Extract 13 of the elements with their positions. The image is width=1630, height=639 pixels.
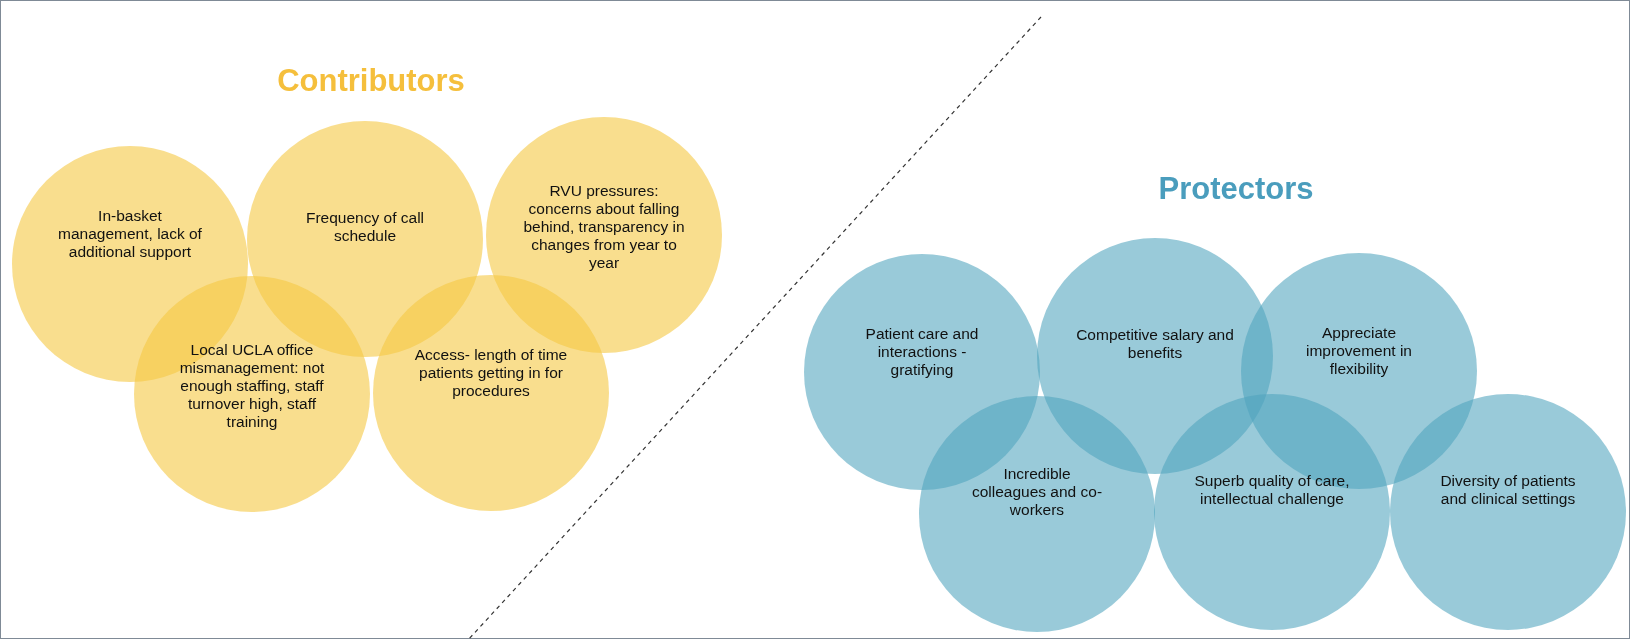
circle-text: Local UCLA office mismanagement: not enough staffing, staff turnover high, staff training [178, 341, 326, 431]
circle-text: RVU pressures: concerns about falling behind, transparency in changes from year to year [522, 182, 686, 272]
circle-text: Access- length of time patients getting in for procedures [413, 346, 569, 400]
circle-text: Incredible colleagues and co-workers [970, 465, 1104, 519]
circle-text: Patient care and interactions - gratifying [864, 325, 980, 379]
circle-text: Appreciate improvement in flexibility [1305, 324, 1413, 378]
section-title: Contributors [277, 63, 465, 99]
section-title: Protectors [1158, 171, 1314, 207]
circle-text: Competitive salary and benefits [1075, 326, 1235, 362]
circle-text: Diversity of patients and clinical settings [1439, 472, 1577, 508]
circle-text: In-basket management, lack of additional support [57, 207, 203, 261]
circle-text: Superb quality of care, intellectual challenge [1193, 472, 1351, 508]
circle-text: Frequency of call schedule [305, 209, 425, 245]
